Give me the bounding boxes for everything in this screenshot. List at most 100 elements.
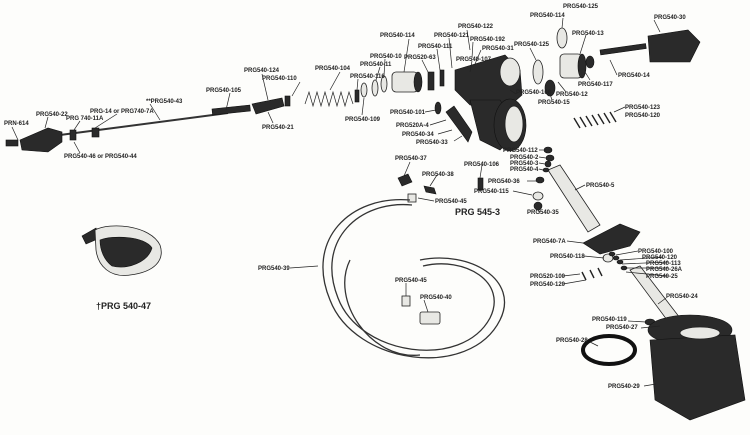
fitting-38 (423, 185, 437, 195)
callout-prg740-11a: PRG 740-11A (66, 116, 104, 122)
fitting-37 (397, 173, 413, 187)
callout-prg540-125b: PRG540-125 (563, 4, 599, 10)
tube-5 (547, 164, 601, 233)
callout-prg-540-47: †PRG 540-47 (96, 301, 151, 311)
part-47-inset (81, 225, 162, 276)
callout-prg540-4: PRG540-4 (510, 167, 539, 173)
callout-prg540-109: PRG540-109 (345, 117, 381, 123)
pin-101 (434, 101, 442, 115)
ring-108 (544, 79, 556, 97)
rod-14 (599, 43, 647, 56)
callout-prg540-7a: PRG540-7A (533, 239, 566, 245)
callout-prg540-113: PRG540-113 (646, 261, 681, 267)
gasket-28 (581, 334, 637, 366)
cup-27-29 (647, 314, 746, 421)
callout-prg540-192: PRG540-192 (470, 37, 506, 43)
callout-prg540-22: PRG540-22 (36, 112, 68, 118)
rod-105 (211, 104, 251, 116)
part-21 (251, 97, 285, 115)
piston-114 (391, 71, 423, 93)
callout-prg540-120c: PRG540-120 (530, 282, 566, 288)
callout-prg540-27: PRG540-27 (606, 325, 638, 331)
ring-2 (545, 154, 555, 162)
needle-rod (59, 112, 229, 136)
callout-prg540-37: PRG540-37 (395, 156, 427, 162)
callout-prg540-26a: PRG540-26A (646, 267, 683, 273)
callout-prg540-112: PRG540-112 (503, 148, 538, 154)
callout-prg540-12: PRG540-12 (556, 92, 588, 98)
ring-111 (439, 69, 445, 87)
callout-prg540-117: PRG540-117 (578, 82, 613, 88)
stem-106 (477, 177, 484, 191)
callout-prg540-31: PRG540-31 (482, 46, 514, 52)
callout-prg540-2: PRG540-2 (510, 155, 539, 161)
ring-3 (544, 160, 552, 168)
callout-prg540-110: PRG540-110 (262, 76, 297, 82)
callout-prg540-124: PRG540-124 (244, 68, 280, 74)
fitting-45b (401, 295, 411, 307)
callout-prg540-111: PRG540-111 (418, 44, 453, 50)
callout-prg540-33: PRG540-33 (416, 140, 448, 146)
callout-prg540-24: PRG540-24 (666, 294, 698, 300)
callout-prg520-63: PRG520-63 (404, 55, 436, 61)
callout-prg540-105: PRG540-105 (206, 88, 242, 94)
ring-63 (427, 71, 435, 91)
callout-prg540-116: PRG540-116 (350, 74, 385, 80)
part-36 (535, 176, 545, 184)
callout-prg540-123: PRG540-123 (625, 105, 661, 111)
callout-prg540-35: PRG540-35 (527, 210, 559, 216)
nozzle-40 (419, 311, 441, 325)
callout-prg540-29: PRG540-29 (608, 384, 640, 390)
callout-prg540-121: PRG540-121 (434, 33, 470, 39)
callout-prg540-34: PRG540-34 (402, 132, 434, 138)
coupling-nut (559, 53, 587, 79)
callout-prg540-104: PRG540-104 (315, 66, 351, 72)
callout-prg540-15: PRG540-15 (538, 100, 570, 106)
callout-prg540-3: PRG540-3 (510, 161, 539, 167)
screws-520-100 (581, 267, 603, 281)
hose-39 (322, 199, 506, 359)
callout-prg540-125a: PRG540-125 (514, 42, 550, 48)
ring-109 (360, 82, 368, 98)
callout-prg540-119: PRG540-119 (592, 317, 627, 323)
callout-prg540-120a: PRG540-120 (625, 113, 661, 119)
callout-prg540-14: PRG540-14 (618, 73, 650, 79)
callout-prg540-5: PRG540-5 (586, 183, 615, 189)
callout-prg540-106: PRG540-106 (464, 162, 500, 168)
callout-prn-614: PRN-614 (4, 121, 29, 127)
callout-prg540-115: PRG540-115 (474, 189, 509, 195)
callout-prg540-30: PRG540-30 (654, 15, 686, 21)
callout-prg540-45a: PRG540-45 (435, 199, 467, 205)
callout-prg540-39: PRG540-39 (258, 266, 290, 272)
callout-prg520-100: PRG520-100 (530, 274, 566, 280)
callout-prg540-120b: PRG540-120 (642, 255, 678, 261)
lid-7a (582, 223, 641, 255)
callout-prg540-114: PRG540-114 (380, 33, 415, 39)
ring-115 (532, 191, 544, 201)
ring-125 (532, 59, 544, 85)
callout-prg540-100a: PRG540-100 (638, 249, 674, 255)
callout-prg540-46: PRG540-46 or PRG540-44 (64, 154, 137, 160)
callout-prg540-36: PRG540-36 (488, 179, 520, 185)
trigger-34 (445, 105, 473, 143)
ring-4 (542, 167, 550, 173)
callout-prg540-28: PRG540-28 (556, 338, 588, 344)
spring-104 (304, 90, 354, 108)
callout-prg540-21: PRG540-21 (262, 125, 294, 131)
callout-labels: PRN-614 PRG540-22 PRG 740-11A PRG-14 or … (4, 4, 698, 390)
callout-prg540-101: PRG540-101 (390, 110, 426, 116)
nozzle-30 (647, 29, 701, 63)
leader-lines (11, 17, 669, 387)
callout-prg540-13: PRG540-13 (572, 31, 604, 37)
ring-11 (371, 79, 379, 97)
callout-prg540-107: PRG540-107 (456, 57, 492, 63)
callout-prg-14: PRG-14 or PRG740-7A (90, 109, 154, 115)
part-35 (533, 201, 543, 211)
gun-body-31 (454, 54, 527, 152)
screws-123 (573, 111, 617, 129)
ring-125b (556, 27, 568, 49)
nose-piece (5, 127, 63, 153)
callout-prg540-40: PRG540-40 (420, 295, 452, 301)
callout-prg540-10: PRG540-10 (370, 54, 402, 60)
